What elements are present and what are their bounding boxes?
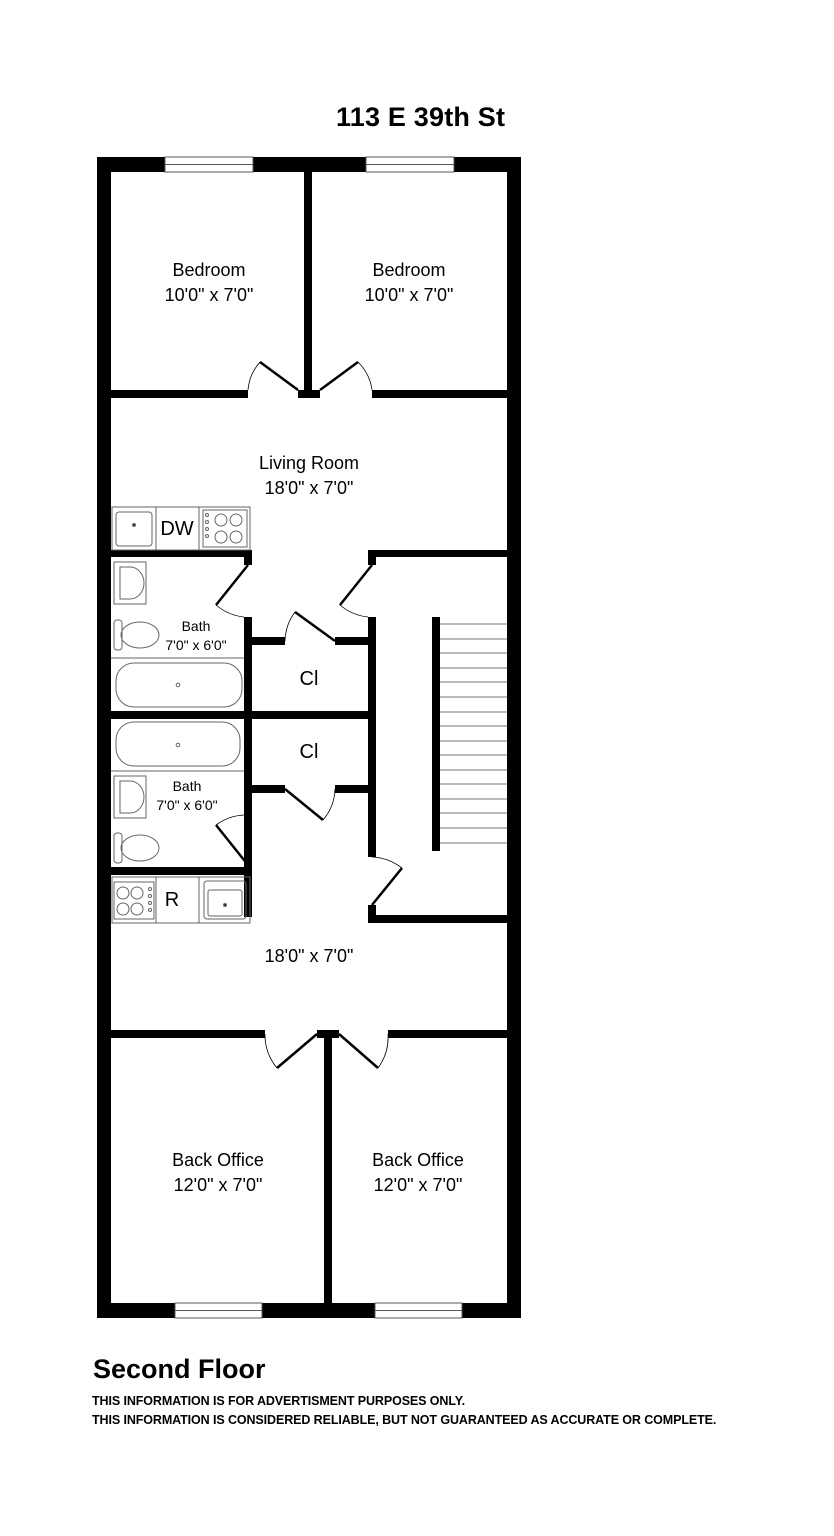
bath-bottom-fixtures — [111, 721, 244, 864]
kitchen-counter-top — [111, 506, 251, 551]
room-size-bath-bottom: 7'0" x 6'0" — [156, 797, 218, 813]
interior-walls — [111, 172, 507, 1303]
room-name-bedroom-left: Bedroom — [172, 260, 246, 280]
closet-label-top: Cl — [299, 668, 319, 690]
refrigerator-label: R — [164, 889, 180, 911]
doors — [215, 360, 403, 1069]
stair-treads — [440, 623, 507, 844]
dishwasher-label: DW — [160, 518, 194, 540]
room-size-bedroom-left: 10'0" x 7'0" — [164, 285, 254, 305]
closet-label-bottom: Cl — [299, 741, 319, 763]
room-size-bath-top: 7'0" x 6'0" — [165, 637, 227, 653]
room-size-office-right: 12'0" x 7'0" — [373, 1175, 463, 1195]
address-title: 113 E 39th St — [336, 102, 506, 132]
disclaimer-reliability: THIS INFORMATION IS CONSIDERED RELIABLE,… — [92, 1413, 717, 1427]
room-name-office-left: Back Office — [172, 1150, 264, 1170]
room-name-bedroom-right: Bedroom — [372, 260, 446, 280]
room-size-living-room: 18'0" x 7'0" — [264, 478, 354, 498]
disclaimer-advertisement: THIS INFORMATION IS FOR ADVERTISMENT PUR… — [92, 1394, 465, 1408]
room-name-office-right: Back Office — [372, 1150, 464, 1170]
room-name-bath-bottom: Bath — [172, 778, 202, 794]
room-size-bedroom-right: 10'0" x 7'0" — [364, 285, 454, 305]
room-name-bath-top: Bath — [181, 618, 211, 634]
bath-top-fixtures — [111, 561, 244, 708]
kitchen-counter-bottom — [111, 876, 251, 924]
room-size-office-left: 12'0" x 7'0" — [173, 1175, 263, 1195]
exterior-walls — [97, 157, 521, 1318]
room-size-lower-room: 18'0" x 7'0" — [264, 946, 354, 966]
floor-name: Second Floor — [93, 1354, 266, 1384]
windows — [164, 156, 463, 1319]
room-name-living-room: Living Room — [258, 453, 360, 473]
